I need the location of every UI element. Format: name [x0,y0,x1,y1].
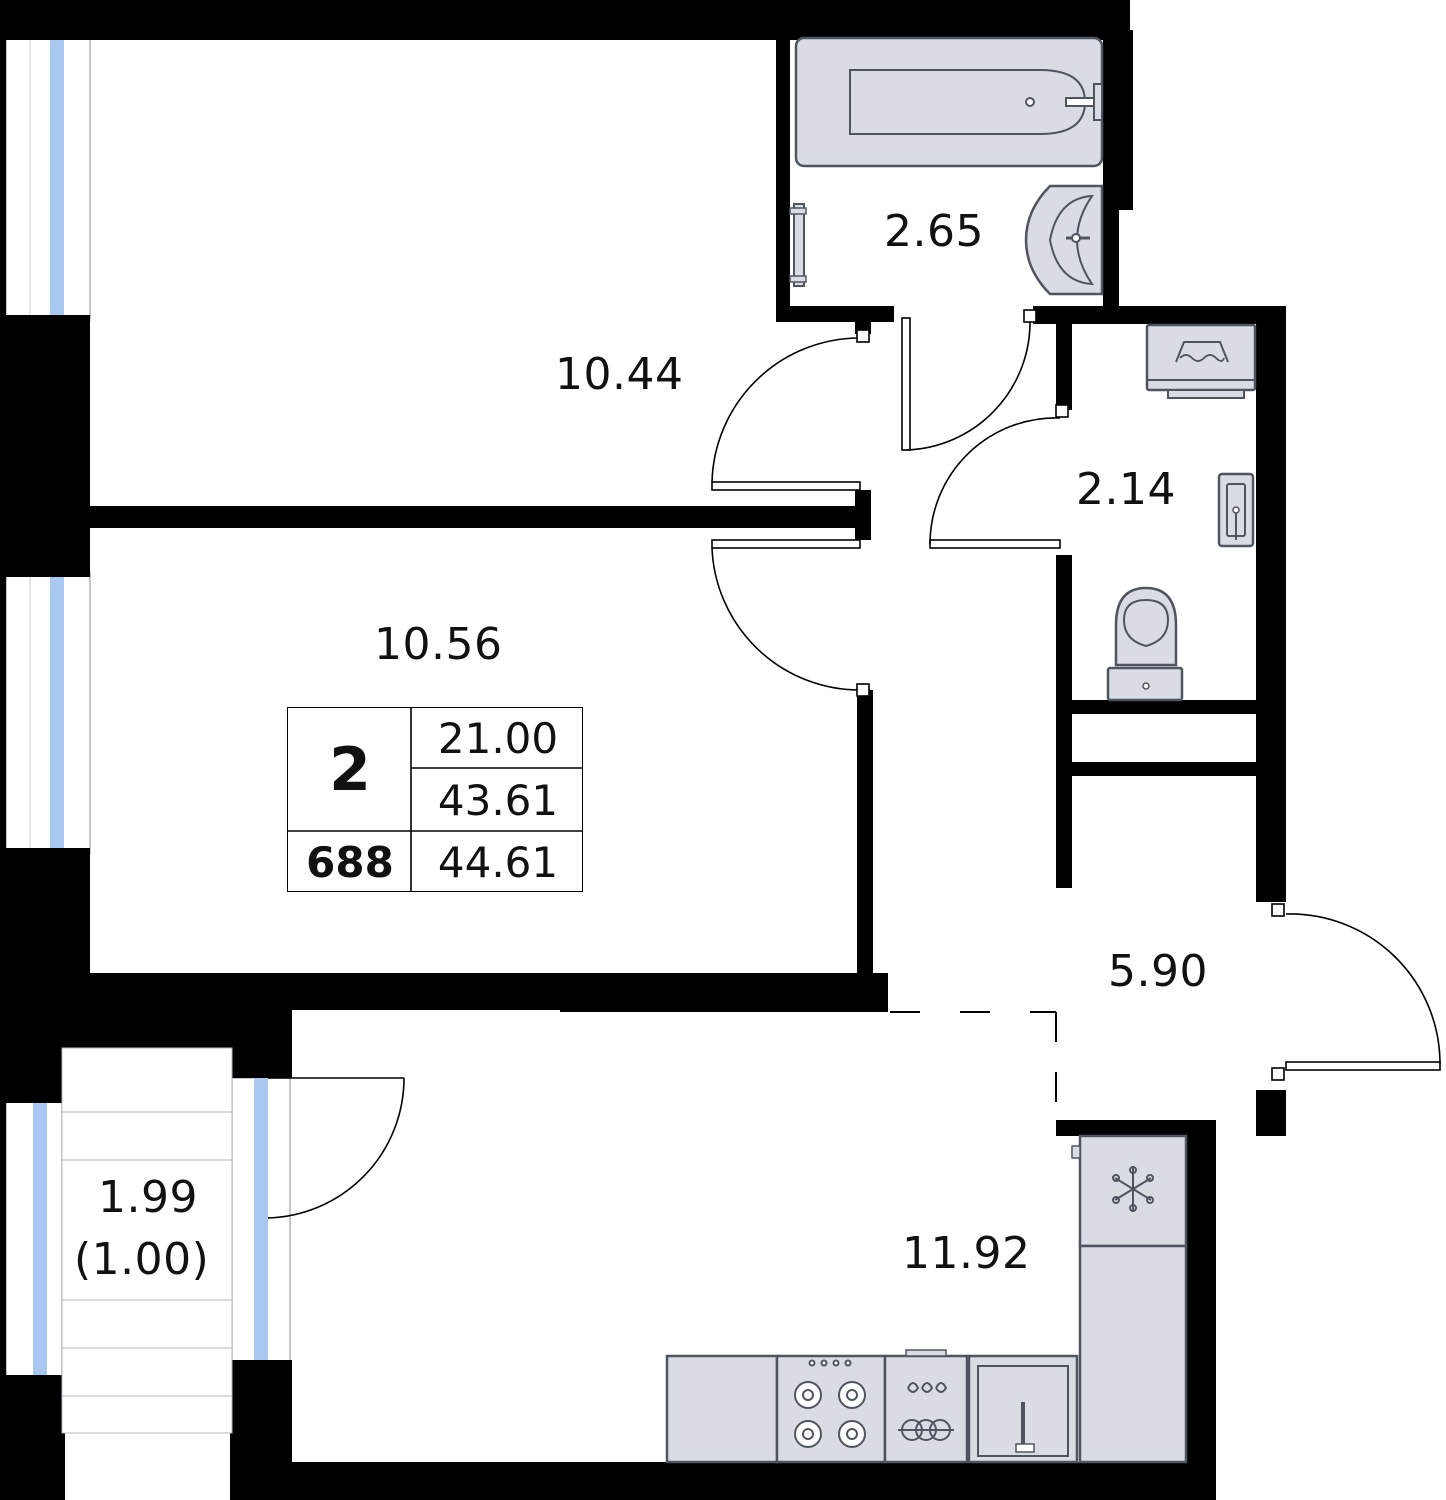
rooms-count: 2 [329,735,371,805]
fridge-snowflake-icon [1071,1134,1188,1248]
towel-rail-icon [789,203,807,287]
area-balcony-reduced: (1.00) [74,1234,210,1285]
apartment-number: 688 [306,837,394,887]
apartment-info-box: 2 688 21.00 43.61 44.61 [287,707,583,892]
balcony-floor [61,1047,233,1434]
door-bedroom-2 [711,539,870,697]
door-bedroom-1 [711,329,870,491]
area-bedroom-1: 10.44 [555,349,684,400]
area-bathroom: 2.65 [884,206,984,257]
info-box-grid [287,707,583,892]
cooktop-icon [775,1354,887,1464]
living-area: 21.00 [437,713,559,763]
window-bedroom-2 [5,571,91,855]
window-kitchen [231,1077,291,1363]
area-balcony: 1.99 [98,1172,198,1223]
kitchen-sink-icon [967,1354,1079,1464]
total-area: 43.61 [437,775,559,825]
area-bedroom-2: 10.56 [374,619,503,670]
door-balcony [267,1077,405,1219]
area-kitchen: 11.92 [902,1228,1031,1279]
walls [0,0,1286,1500]
bathtub-icon [794,36,1104,168]
washing-machine-icon [1145,323,1257,399]
toilet-icon [1106,586,1184,702]
area-toilet: 2.14 [1076,464,1176,515]
toilet-sink-icon [1217,472,1255,548]
door-bathroom [901,309,1037,451]
total-area-with-balcony: 44.61 [437,837,559,887]
window-bedroom-1 [5,37,91,321]
kitchen-counter [665,1244,1188,1464]
window-balcony-left [5,1099,63,1381]
door-toilet [929,404,1069,549]
oven-icon [883,1349,969,1464]
zone-divider [890,1011,1057,1120]
area-hall: 5.90 [1108,946,1208,997]
door-entrance [1271,903,1441,1081]
sink-icon [1024,184,1104,296]
